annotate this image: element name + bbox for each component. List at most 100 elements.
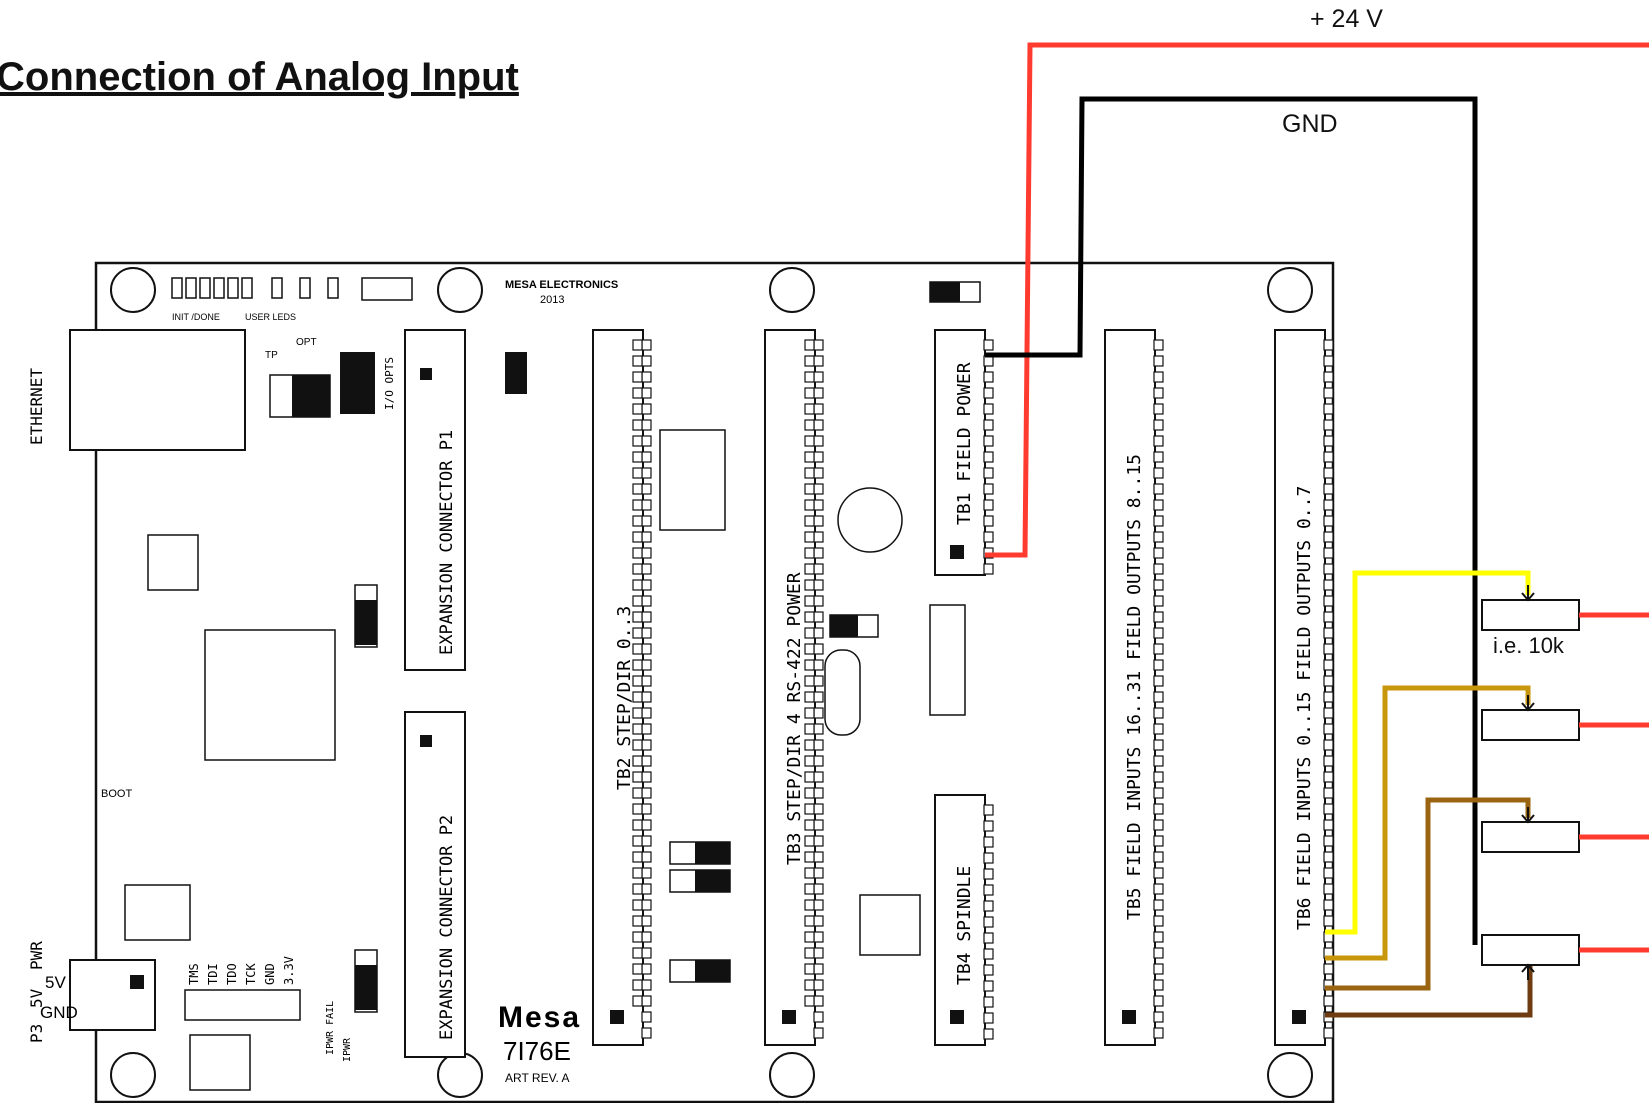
terminal-pad xyxy=(641,931,652,943)
terminal-pad xyxy=(813,579,824,591)
terminal-pad xyxy=(1153,739,1164,751)
terminal-pad xyxy=(983,948,994,960)
jtag-header xyxy=(184,989,301,1021)
terminal-pad xyxy=(813,915,824,927)
power-pin-1 xyxy=(130,975,144,989)
terminal-pad xyxy=(1323,771,1334,783)
tb6-label: TB6 FIELD INPUTS 0..15 FIELD OUTPUTS 0..… xyxy=(1294,486,1315,930)
terminal-pad xyxy=(804,563,815,575)
terminal-pad xyxy=(632,835,643,847)
terminal-pad xyxy=(1323,691,1334,703)
terminal-pad xyxy=(641,451,652,463)
tb4-label: TB4 SPINDLE xyxy=(954,866,975,985)
wiper-wire-2 xyxy=(1325,685,1531,961)
potentiometer xyxy=(1481,821,1580,853)
opt-label: OPT xyxy=(296,337,317,348)
terminal-pad xyxy=(1323,659,1334,671)
terminal-pad xyxy=(1153,947,1164,959)
terminal-pad xyxy=(1153,803,1164,815)
terminal-pad xyxy=(1323,547,1334,559)
terminal-pad xyxy=(804,547,815,559)
terminal-pad xyxy=(641,883,652,895)
init-done-label: INIT /DONE xyxy=(172,312,220,322)
terminal-pad xyxy=(1153,387,1164,399)
terminal-pad xyxy=(1153,675,1164,687)
terminal-pad xyxy=(804,995,815,1007)
terminal-pad xyxy=(641,771,652,783)
terminal-pad xyxy=(983,387,994,399)
terminal-pad xyxy=(813,483,824,495)
terminal-pad xyxy=(632,707,643,719)
terminal-pad xyxy=(632,899,643,911)
wiper-wire-4 xyxy=(1325,965,1533,1018)
terminal-pad xyxy=(1153,547,1164,559)
terminal-pad xyxy=(632,531,643,543)
terminal-pad xyxy=(1153,771,1164,783)
terminal-pad xyxy=(813,675,824,687)
mesa-logo: Mesa xyxy=(498,1001,581,1034)
expansion-p1-label: EXPANSION CONNECTOR P1 xyxy=(437,430,457,655)
terminal-pad xyxy=(813,867,824,879)
terminal-pad xyxy=(813,787,824,799)
terminal-pad xyxy=(1323,803,1334,815)
terminal-pad xyxy=(641,547,652,559)
integrated-circuits xyxy=(124,429,966,1091)
year-label: 2013 xyxy=(540,294,564,306)
terminal-pad xyxy=(1323,995,1334,1007)
supply-wire xyxy=(985,42,1649,558)
power-connector xyxy=(69,959,156,1031)
terminal-pad xyxy=(813,451,824,463)
terminal-pad xyxy=(983,868,994,880)
terminal-pad xyxy=(1323,435,1334,447)
terminal-pad xyxy=(1153,419,1164,431)
tb1-pin1 xyxy=(950,545,964,559)
tb2-pin1 xyxy=(610,1010,624,1024)
terminal-pad xyxy=(983,900,994,912)
terminal-pad xyxy=(1323,707,1334,719)
terminal-pad xyxy=(632,467,643,479)
terminal-pad xyxy=(641,515,652,527)
terminal-pad xyxy=(813,835,824,847)
terminal-pad xyxy=(813,707,824,719)
status-leds xyxy=(171,277,413,301)
terminal-pad xyxy=(983,1028,994,1040)
terminal-pad xyxy=(632,355,643,367)
supply-voltage-label: + 24 V xyxy=(1310,5,1383,33)
terminal-pad xyxy=(983,451,994,463)
revision-label: ART REV. A xyxy=(505,1071,569,1085)
terminal-pad xyxy=(641,707,652,719)
tb3-label: TB3 STEP/DIR 4 RS-422 POWER xyxy=(784,572,805,865)
terminal-pad xyxy=(632,787,643,799)
terminal-pad xyxy=(632,515,643,527)
terminal-pad xyxy=(641,755,652,767)
terminal-pad xyxy=(804,819,815,831)
potentiometer-value-label: i.e. 10k xyxy=(1493,633,1564,658)
terminal-pad xyxy=(1323,515,1334,527)
terminal-pad xyxy=(632,435,643,447)
terminal-pad xyxy=(641,803,652,815)
terminal-pad xyxy=(983,403,994,415)
terminal-pad xyxy=(632,739,643,751)
terminal-pad xyxy=(804,835,815,847)
terminal-pad xyxy=(813,355,824,367)
page-title: Connection of Analog Input xyxy=(0,55,519,99)
terminal-pad xyxy=(1323,723,1334,735)
terminal-pad xyxy=(632,643,643,655)
terminal-pad xyxy=(813,547,824,559)
terminal-pad xyxy=(813,995,824,1007)
terminal-pad xyxy=(1153,707,1164,719)
terminal-pad xyxy=(632,659,643,671)
terminal-pad xyxy=(1153,595,1164,607)
terminal-pad xyxy=(632,819,643,831)
terminal-pad xyxy=(632,371,643,383)
terminal-pad xyxy=(813,1011,824,1023)
terminal-pad xyxy=(641,947,652,959)
terminal-pad xyxy=(804,915,815,927)
terminal-pad xyxy=(1153,691,1164,703)
terminal-pad xyxy=(641,419,652,431)
potentiometers xyxy=(1481,585,1649,980)
terminal-pad xyxy=(1153,579,1164,591)
terminal-pad xyxy=(813,371,824,383)
